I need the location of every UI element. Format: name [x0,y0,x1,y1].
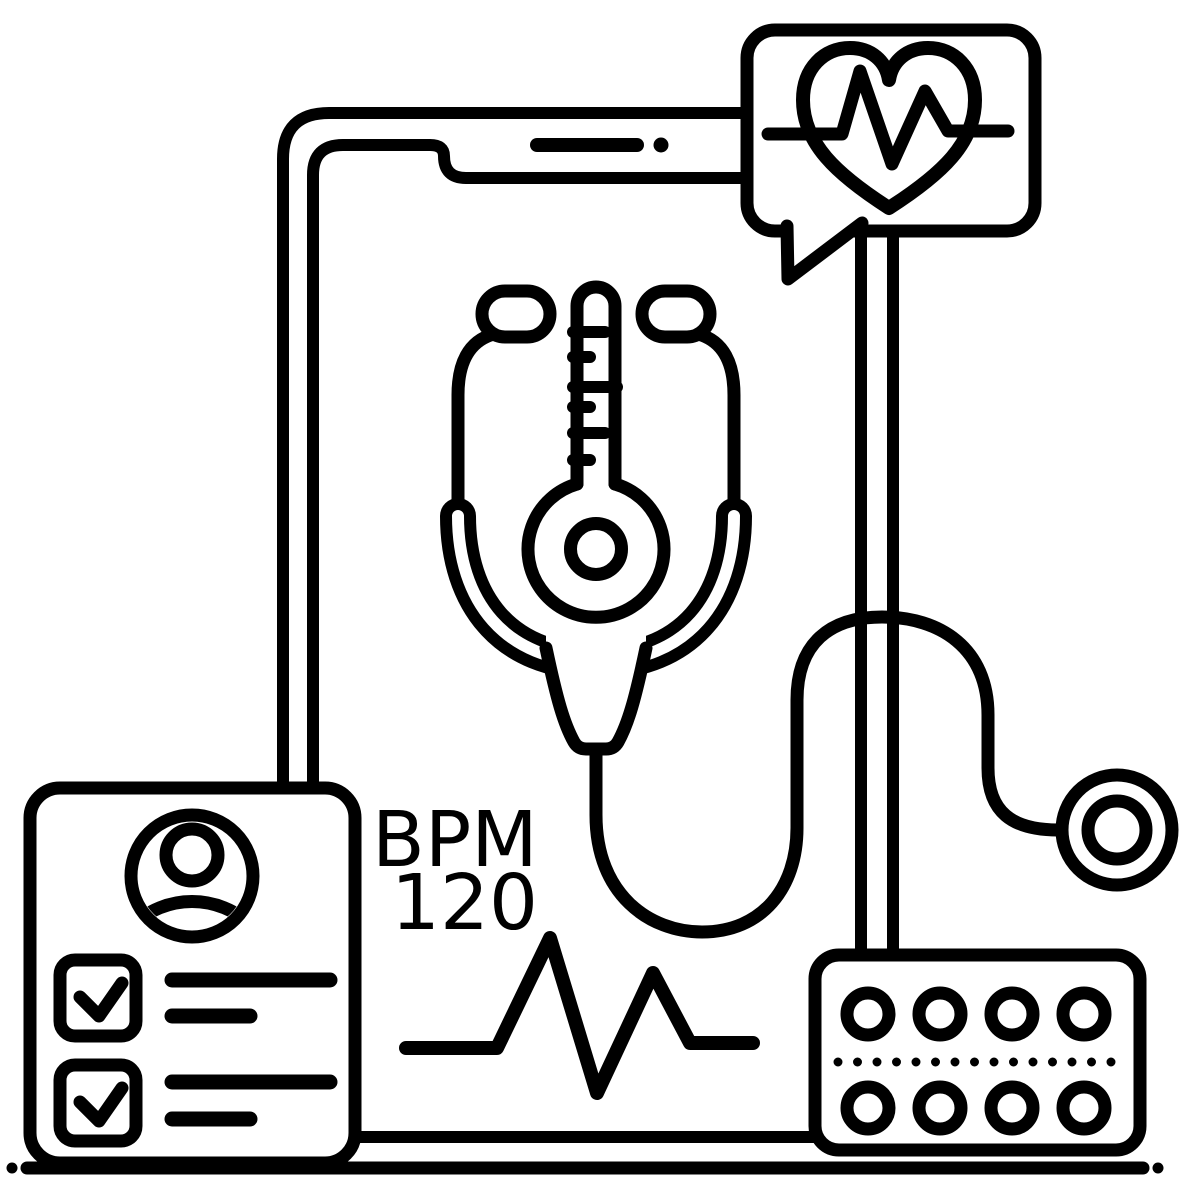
checklist-row-2 [53,1058,338,1148]
avatar-head [159,822,225,888]
heart-icon [796,41,982,215]
pill-row-top [840,986,1112,1042]
bpm-value: 120 [391,859,538,948]
speech-bubble-tail [780,216,869,286]
thermometer-scale-ticks [567,326,623,466]
thermometer-bulb-fill [528,481,664,617]
checked-checkbox-icon [53,953,143,1043]
phone-outer-edge [277,107,755,798]
ground-dot-right [1152,1162,1164,1174]
ecg-pulse-line-icon [399,931,760,1100]
stethoscope-right-ear-tube [691,327,741,512]
phone-inner-edge [307,139,755,798]
stethoscope-right-earpiece [635,284,717,344]
heart-ecg-speech-bubble-icon [740,23,1042,286]
stethoscope-left-earpiece [475,284,557,344]
dotted-ground-line [6,1161,1164,1175]
thermometer-bulb-core [564,517,628,581]
phone-right-edge-lines [855,228,899,966]
stethoscope-chest-piece-outer [1055,768,1179,892]
checklist-row-1 [53,953,338,1043]
stethoscope-left-ear-tube [451,327,501,512]
checkmark-icon [73,976,129,1023]
smartphone-outline-icon [277,107,822,1143]
checkmark-icon [73,1081,129,1128]
user-avatar-icon [124,808,260,944]
heart-ecg-line-icon [761,64,1015,171]
phone-camera-icon [653,137,669,153]
bpm-label: BPM [372,796,538,885]
pill-row-bottom [840,1080,1112,1136]
stethoscope-icon [440,284,1179,939]
patient-checklist-card-icon [23,781,362,1170]
thermometer-icon [521,280,671,624]
avatar-circle [124,808,260,944]
ground-dot-left [6,1162,18,1174]
bpm-reading: BPM 120 [372,796,538,948]
stethoscope-chest-piece-inner [1081,794,1153,866]
pill-blister-pack-icon [808,948,1147,1157]
checked-checkbox-icon [53,1058,143,1148]
thermometer-bulb [521,477,671,624]
stethoscope-main-tube [589,610,1065,939]
